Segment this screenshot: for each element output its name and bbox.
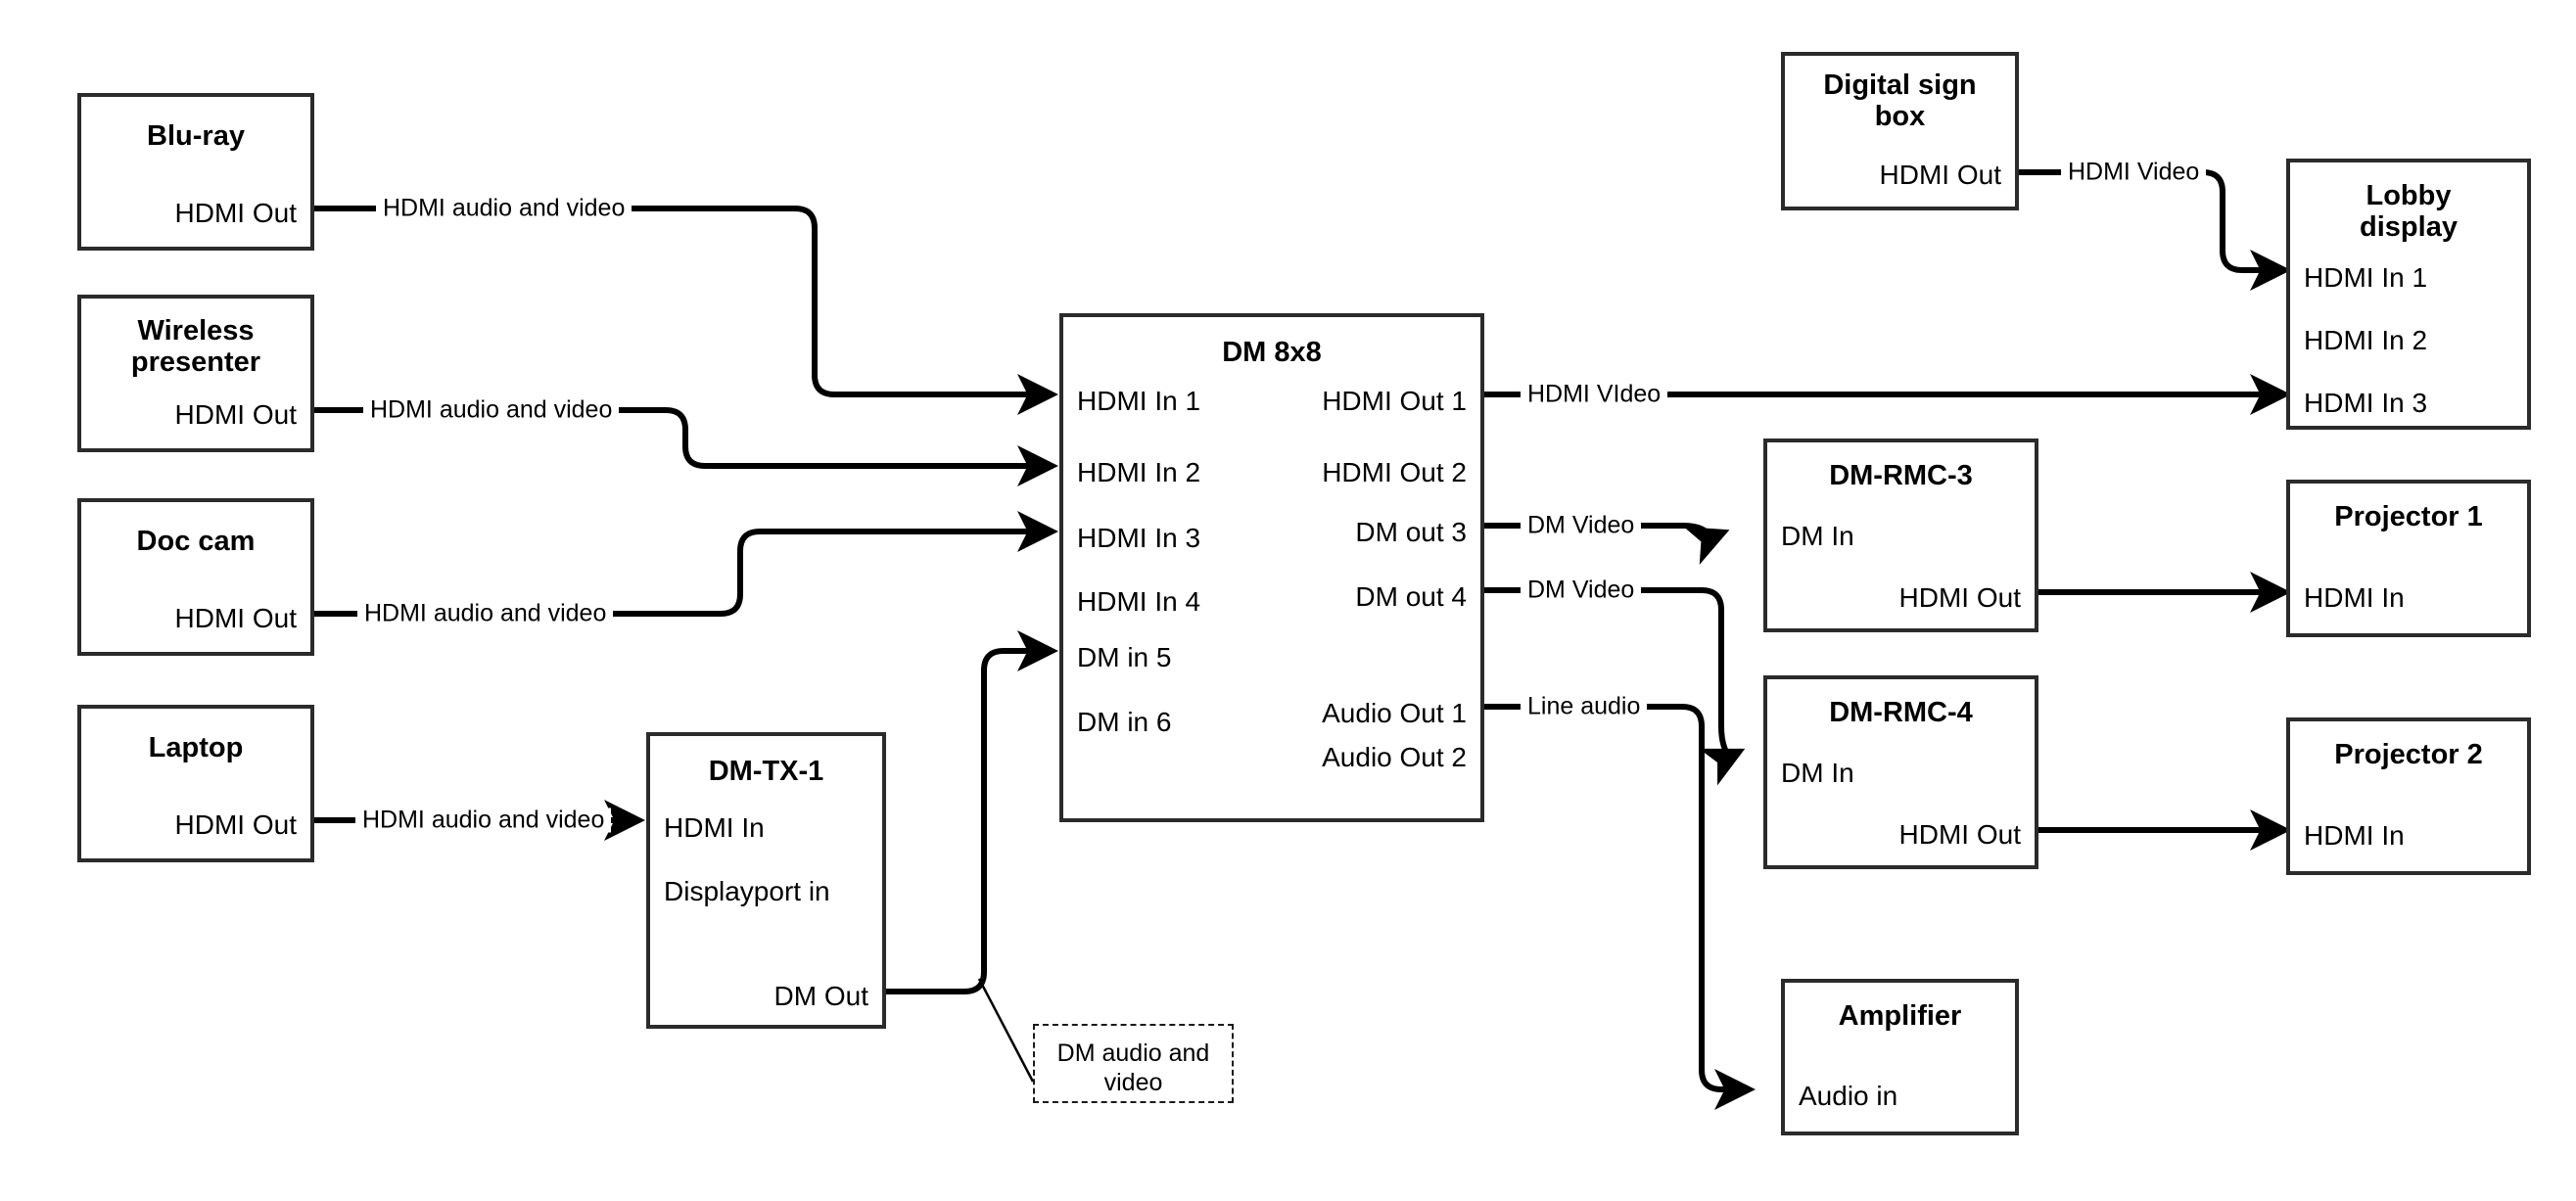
node-dm-8x8-input-3: HDMI In 3 [1077, 523, 1201, 553]
node-dm-rmc-4-title: DM-RMC-4 [1829, 697, 1973, 728]
node-amplifier-title: Amplifier [1838, 1000, 1962, 1032]
node-doc-cam-title: Doc cam [136, 526, 256, 557]
node-dm-8x8-output-2: HDMI Out 2 [1322, 457, 1467, 487]
wire-label-dm-hdmiout1: HDMI VIdeo [1521, 382, 1668, 407]
node-dm-8x8-input-4: HDMI In 4 [1077, 586, 1201, 617]
node-dm-8x8-output-4: DM out 4 [1355, 581, 1467, 612]
node-dm-8x8-input-1: HDMI In 1 [1077, 386, 1201, 416]
node-doc-cam[interactable]: Doc cam HDMI Out [77, 498, 314, 656]
wire-label-dm-dmout4: DM Video [1521, 577, 1642, 603]
node-amplifier-port-audio-in: Audio in [1799, 1081, 1898, 1111]
wire-dm-dmout4-to-dmrmc4 [1484, 587, 1746, 786]
wire-bluray-to-dm-in1 [314, 206, 1058, 415]
node-amplifier[interactable]: Amplifier Audio in [1781, 979, 2019, 1135]
node-digital-sign-box-port-hdmi-out: HDMI Out [1879, 160, 2001, 190]
node-dm-tx-1-title: DM-TX-1 [708, 756, 824, 787]
node-dm-rmc-4-port-dm-in: DM In [1781, 758, 1854, 788]
wire-label-bluray: HDMI audio and video [376, 196, 632, 221]
leader-line-dm-note [977, 978, 1035, 1083]
node-dm-rmc-3-port-hdmi-out: HDMI Out [1898, 582, 2021, 613]
node-dm-8x8-output-1: HDMI Out 1 [1322, 386, 1467, 416]
wire-dmtx1-out-to-dm-in5 [886, 630, 1058, 994]
node-dm-8x8-output-6: Audio Out 2 [1322, 742, 1467, 772]
node-projector-1-title: Projector 1 [2334, 501, 2483, 532]
node-bluray-title: Blu-ray [147, 120, 245, 152]
node-dm-tx-1-port-displayport-in: Displayport in [664, 876, 830, 906]
node-dm-8x8-input-2: HDMI In 2 [1077, 457, 1201, 487]
wire-dm-audioout1-to-amplifier [1484, 704, 1756, 1110]
node-dm-rmc-4-port-hdmi-out: HDMI Out [1898, 819, 2021, 850]
node-projector-2-port-hdmi-in: HDMI In [2304, 820, 2405, 851]
wire-label-dm-audioout1: Line audio [1521, 694, 1648, 719]
node-projector-1[interactable]: Projector 1 HDMI In [2286, 480, 2531, 637]
node-lobby-display-input-1: HDMI In 1 [2304, 262, 2428, 293]
node-projector-2[interactable]: Projector 2 HDMI In [2286, 717, 2531, 875]
node-dm-rmc-4[interactable]: DM-RMC-4 DM In HDMI Out [1763, 675, 2038, 869]
wire-label-doccam: HDMI audio and video [357, 601, 614, 626]
node-laptop-port-hdmi-out: HDMI Out [174, 809, 297, 840]
wire-label-laptop: HDMI audio and video [355, 808, 612, 833]
node-projector-1-port-hdmi-in: HDMI In [2304, 582, 2405, 613]
node-dm-8x8[interactable]: DM 8x8 HDMI In 1 HDMI In 2 HDMI In 3 HDM… [1059, 313, 1484, 822]
node-dm-tx-1-port-hdmi-in: HDMI In [664, 812, 765, 843]
node-dm-tx-1[interactable]: DM-TX-1 HDMI In Displayport in DM Out [646, 732, 886, 1029]
node-lobby-display-input-3: HDMI In 3 [2304, 388, 2428, 418]
node-dm-rmc-3[interactable]: DM-RMC-3 DM In HDMI Out [1763, 439, 2038, 632]
node-dm-tx-1-port-dm-out: DM Out [773, 981, 868, 1011]
node-bluray-port-hdmi-out: HDMI Out [174, 198, 297, 228]
node-dm-rmc-3-port-dm-in: DM In [1781, 521, 1854, 551]
wire-label-sign-to-lobby: HDMI Video [2061, 160, 2207, 185]
wire-label-wireless: HDMI audio and video [363, 397, 620, 423]
node-dm-8x8-input-5: DM in 5 [1077, 642, 1172, 672]
wire-digitalsign-to-lobby-in1 [2019, 169, 2291, 291]
node-wireless-presenter-port-hdmi-out: HDMI Out [174, 399, 297, 430]
node-lobby-display-input-2: HDMI In 2 [2304, 325, 2428, 355]
node-dm-8x8-output-5: Audio Out 1 [1322, 698, 1467, 728]
node-dm-8x8-output-3: DM out 3 [1355, 517, 1467, 547]
node-dm-8x8-title: DM 8x8 [1222, 337, 1322, 368]
node-bluray[interactable]: Blu-ray HDMI Out [77, 93, 314, 251]
node-doc-cam-port-hdmi-out: HDMI Out [174, 603, 297, 633]
node-laptop-title: Laptop [148, 732, 244, 763]
node-dm-8x8-input-6: DM in 6 [1077, 707, 1172, 737]
wire-label-dm-dmout3: DM Video [1521, 513, 1642, 538]
node-dm-rmc-3-title: DM-RMC-3 [1829, 460, 1973, 491]
node-laptop[interactable]: Laptop HDMI Out [77, 705, 314, 862]
node-projector-2-title: Projector 2 [2334, 739, 2483, 770]
